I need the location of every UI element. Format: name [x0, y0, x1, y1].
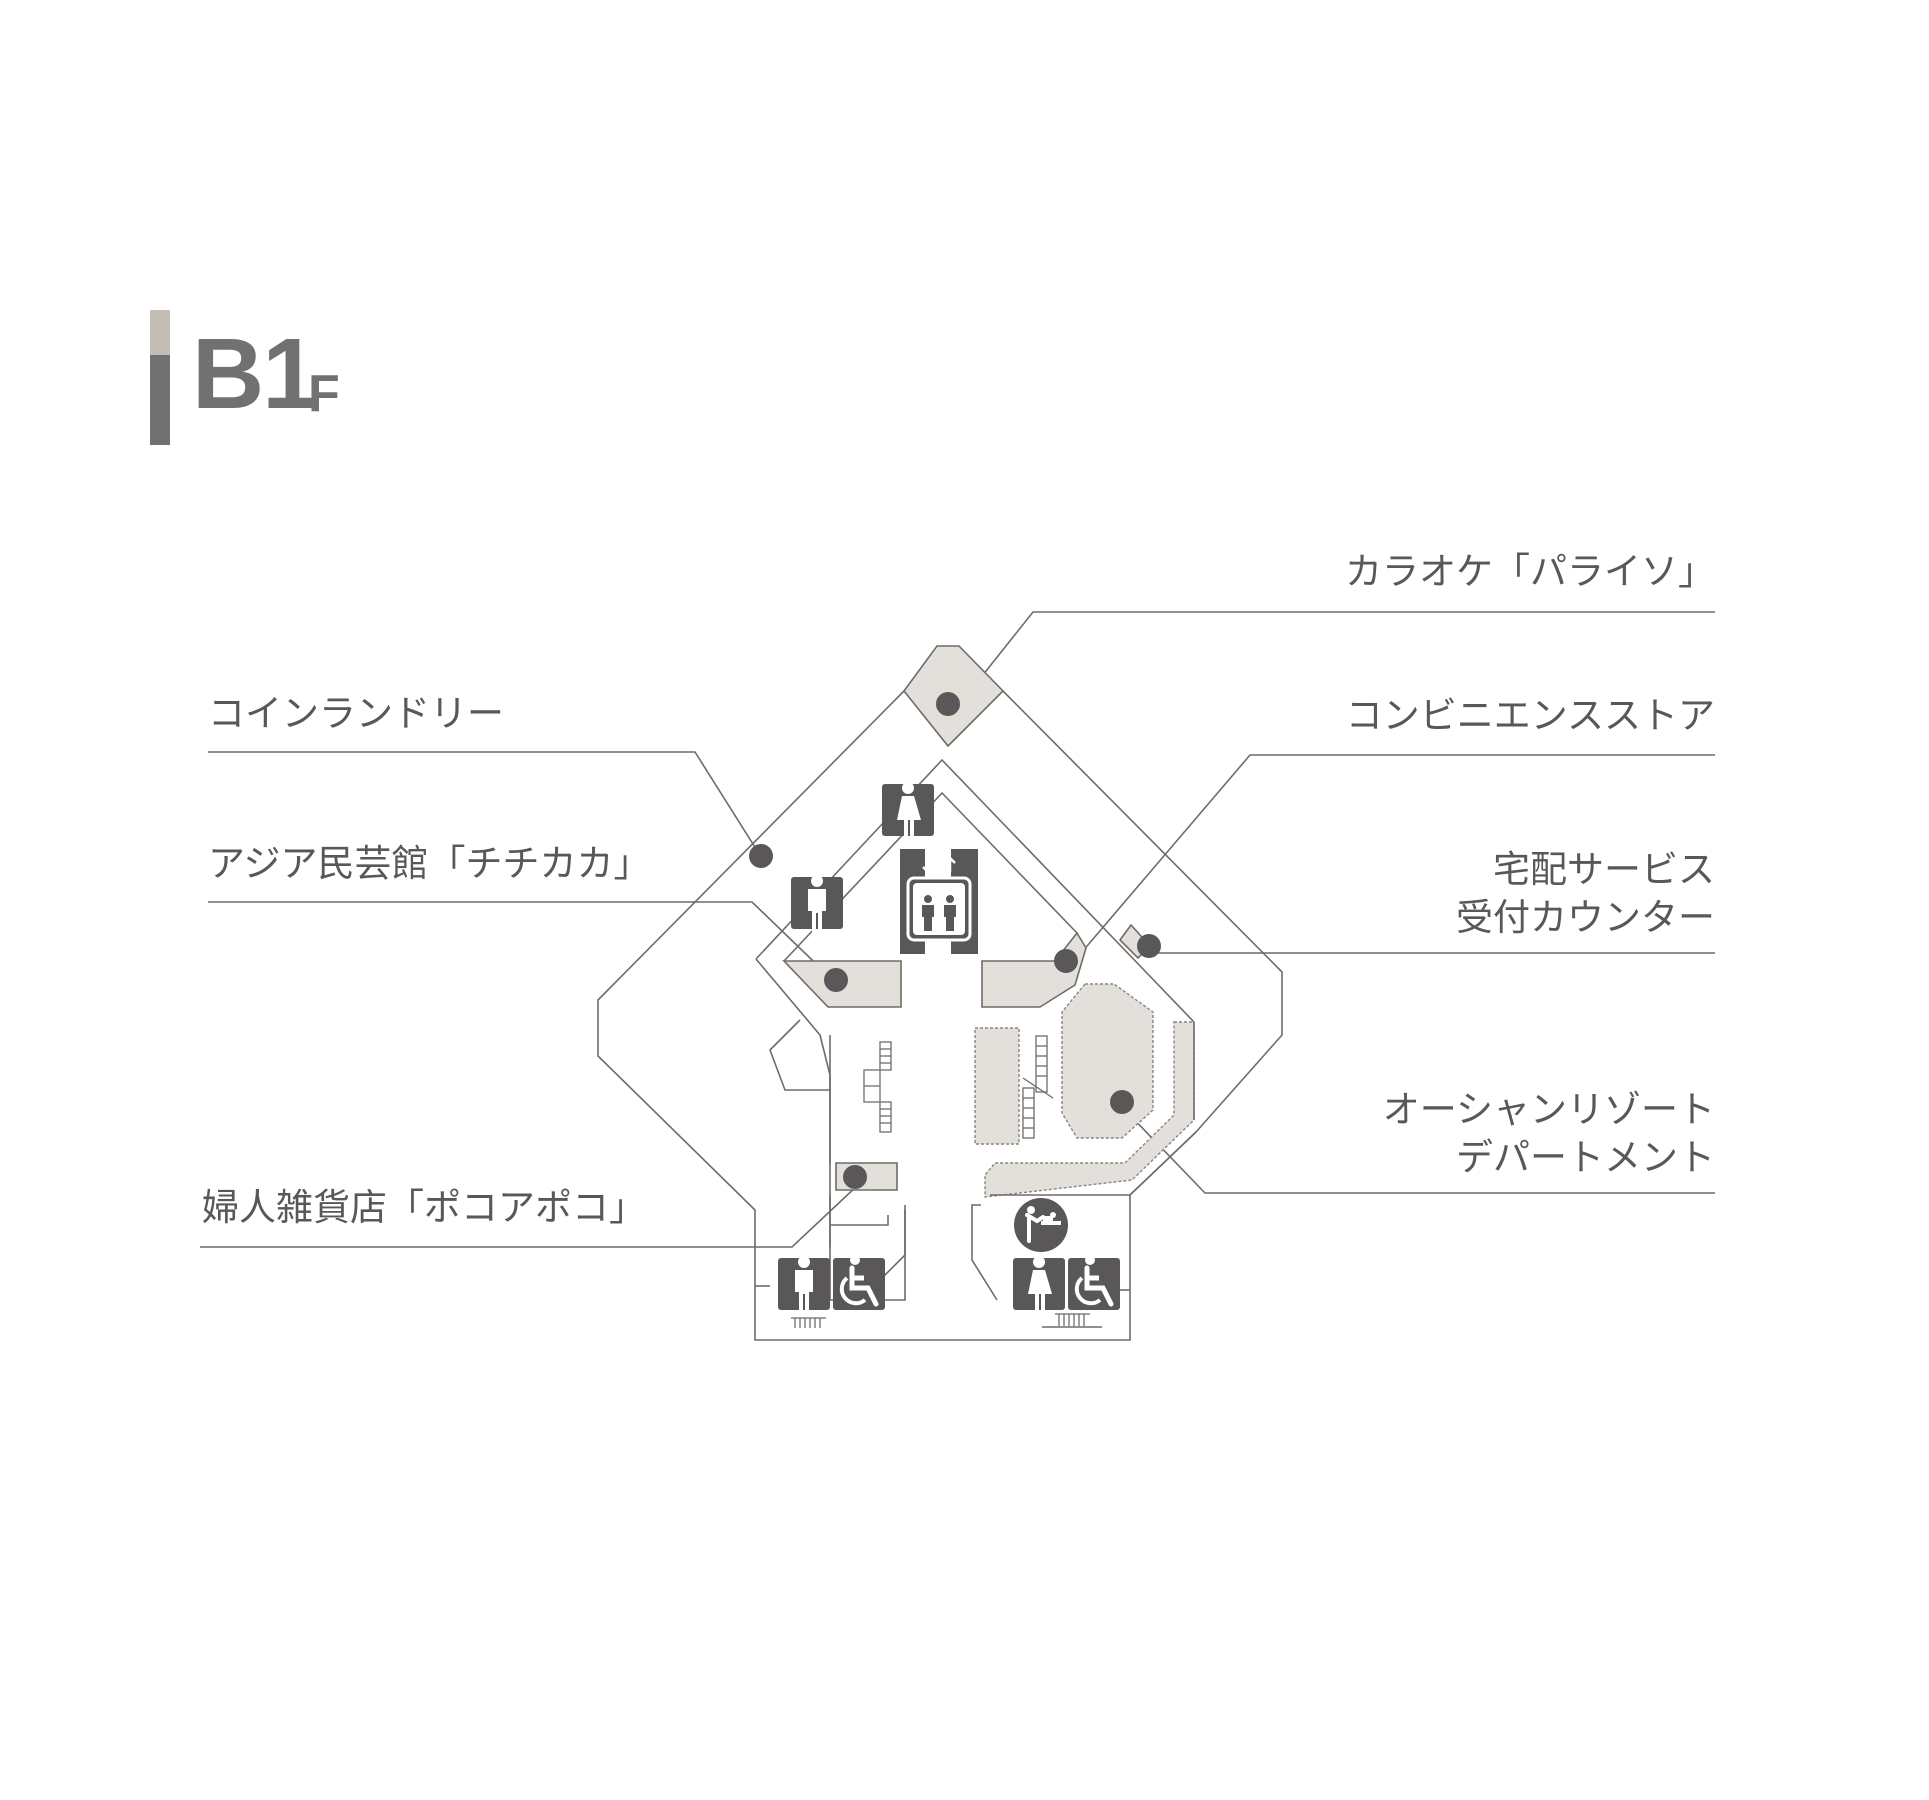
womens-restroom-icon [882, 782, 934, 840]
leader-line-convenience [1069, 754, 1715, 967]
label-convenience[interactable]: コンビニエンスストア [1345, 694, 1715, 737]
womens-restroom-icon [1013, 1256, 1065, 1314]
escalator-right-top [1035, 1035, 1048, 1093]
area-department-block [974, 1027, 1020, 1145]
area-department-side [984, 1021, 1195, 1198]
marker-women [843, 1165, 867, 1189]
label-department[interactable]: オーシャンリゾート デパートメント [1383, 1086, 1715, 1182]
floor-title-bar-light [150, 310, 170, 355]
label-department-line2: デパートメント [1456, 1136, 1715, 1179]
escalators [791, 1035, 1090, 1328]
label-women[interactable]: 婦人雑貨店「ポコアポコ」 [202, 1186, 646, 1229]
floor-title-bar-dark [150, 355, 170, 445]
mens-restroom-icon [778, 1256, 830, 1314]
floor-number: B1 [192, 318, 318, 430]
marker-department [1110, 1090, 1134, 1114]
stairs-right [1055, 1313, 1090, 1326]
label-delivery[interactable]: 宅配サービス 受付カウンター [1456, 846, 1715, 942]
mens-restroom-icon [791, 875, 843, 933]
label-delivery-line2: 受付カウンター [1456, 896, 1715, 939]
baby-changing-icon [1014, 1198, 1068, 1252]
floor-suffix: F [308, 365, 340, 423]
shop-markers [749, 692, 1161, 1189]
leader-line-laundry [208, 751, 764, 861]
label-asia[interactable]: アジア民芸館「チチカカ」 [208, 842, 651, 885]
accessible-restroom-icon [1068, 1255, 1120, 1310]
marker-asia [824, 968, 848, 992]
label-department-line1: オーシャンリゾート [1382, 1088, 1715, 1131]
label-delivery-line1: 宅配サービス [1493, 848, 1715, 891]
marker-laundry [749, 844, 773, 868]
leader-line-women [200, 1184, 859, 1248]
building-outline [597, 690, 1283, 1341]
marker-delivery [1137, 934, 1161, 958]
label-laundry[interactable]: コインランドリー [208, 692, 504, 735]
accessible-restroom-icon [833, 1255, 885, 1310]
label-karaoke[interactable]: カラオケ「パライソ」 [1345, 550, 1715, 593]
elevator-icon [900, 849, 978, 954]
escalator-right-bottom [1022, 1087, 1035, 1139]
leader-line-asia [208, 901, 839, 986]
marker-convenience [1054, 949, 1078, 973]
marker-karaoke [936, 692, 960, 716]
stairs-left [791, 1317, 826, 1328]
escalator-left-bottom [879, 1101, 892, 1133]
area-department [1061, 983, 1154, 1139]
